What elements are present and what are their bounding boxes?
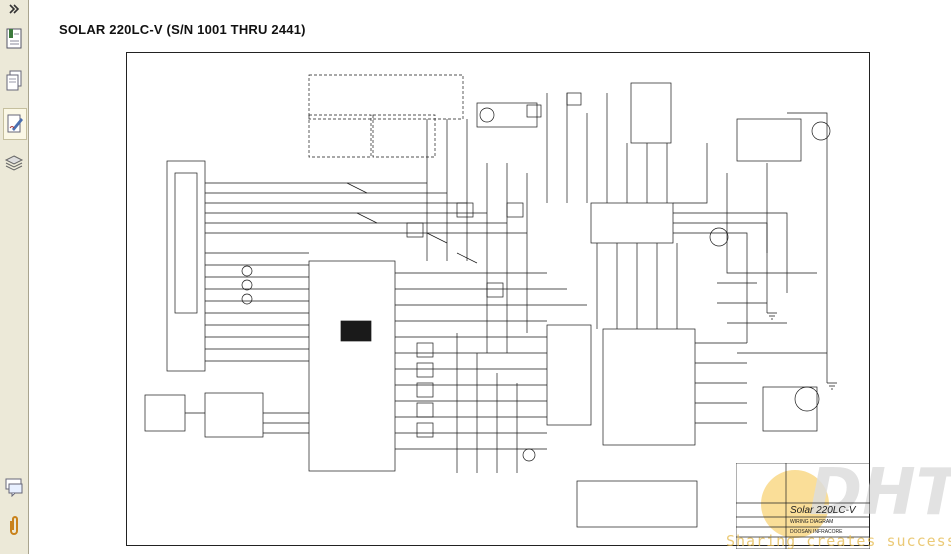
- pages-icon[interactable]: [3, 70, 25, 92]
- watermark-logo: DHT: [761, 456, 951, 538]
- title-block-drawing-type: WIRING DIAGRAM: [790, 519, 834, 525]
- navigation-sidebar: [0, 0, 29, 554]
- layers-icon[interactable]: [3, 152, 25, 174]
- wiring-diagram-sheet: [126, 52, 870, 546]
- watermark-logo-text: DHT: [809, 456, 951, 530]
- title-block: Solar 220LC-V WIRING DIAGRAM DOOSAN INFR…: [735, 462, 871, 550]
- page-title: SOLAR 220LC-V (S/N 1001 THRU 2441): [59, 22, 306, 37]
- comments-icon[interactable]: [3, 476, 25, 498]
- title-block-maker: DOOSAN INFRACORE: [790, 529, 843, 535]
- expand-arrows-icon[interactable]: [3, 2, 25, 16]
- title-block-model: Solar 220LC-V: [790, 505, 856, 516]
- attachments-icon[interactable]: [3, 515, 25, 537]
- bookmarks-icon[interactable]: [3, 28, 25, 50]
- document-page: SOLAR 220LC-V (S/N 1001 THRU 2441): [29, 0, 951, 554]
- watermark-tagline: Sharing creates success: [726, 532, 951, 550]
- wiring-schematic: [144, 74, 837, 528]
- signatures-icon[interactable]: [3, 108, 27, 140]
